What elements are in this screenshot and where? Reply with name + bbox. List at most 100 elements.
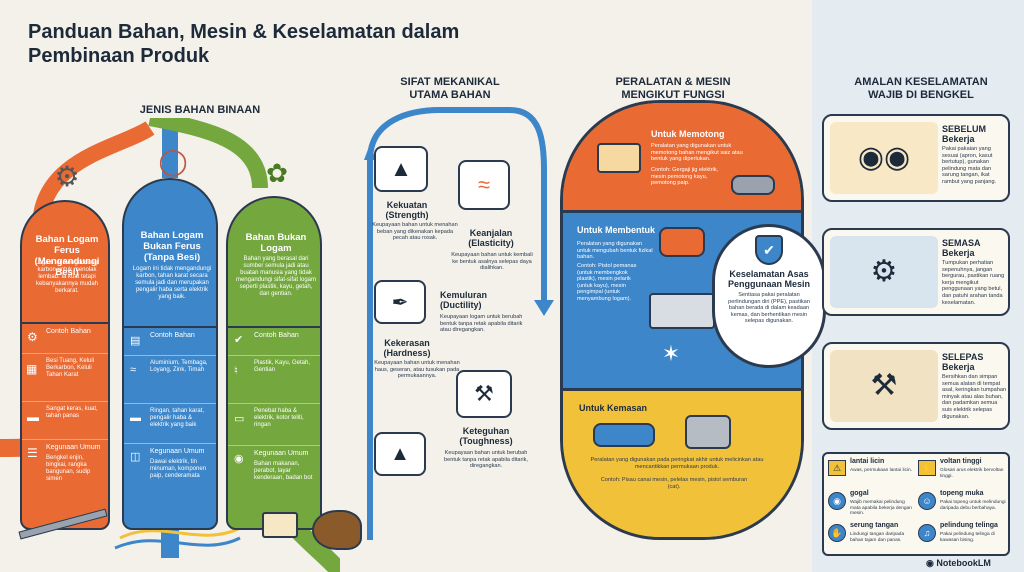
hardness-title: Kekerasan (Hardness)	[383, 338, 431, 358]
hardness-desc: Keupayaan bahan untuk menahan haus, gese…	[374, 360, 460, 380]
flow-arrows	[364, 107, 554, 540]
page-title: Panduan Bahan, Mesin & Keselamatan dalam…	[28, 21, 460, 67]
hazard-signs: ⚠ lantai licin Awas, permukaan lantai li…	[822, 452, 1010, 556]
ductility-title: Kemuluran (Ductility)	[440, 290, 488, 310]
shield-icon: ✔	[755, 235, 783, 265]
nonferrous-rows: ▤ Contoh Bahan ≈ Aluminium, Tembaga, Loy…	[124, 326, 216, 504]
worker-icon: ⚙	[830, 236, 938, 308]
hazard-desc: Pakai topeng untuk melindungi daripada d…	[940, 500, 1006, 511]
ferrous-examples: Besi Tuang, Keluli Berkarbon, Keluli Tah…	[46, 358, 95, 378]
nonferrous-properties: Ringan, tahan karat, pengalir haba & ele…	[150, 408, 205, 428]
ferrous-properties: Sangat keras, kuat, tahan panas	[46, 406, 98, 419]
nonferrous-examples: Aluminium, Tembaga, Loyang, Zink, Timah	[150, 360, 208, 373]
goggles-sign-icon: ◉	[828, 492, 846, 510]
properties-heading: SIFAT MEKANIKAL UTAMA BAHAN	[400, 76, 500, 101]
step-during: ⚙ SEMASA Bekerja Tumpukan perhatian sepe…	[822, 228, 1010, 316]
ferrous-rows: ⚙ Contoh Bahan ▦ Besi Tuang, Keluli Berk…	[22, 322, 108, 498]
beam-icon: ▬	[27, 410, 39, 424]
nonferrous-row: ≈ Aluminium, Tembaga, Loyang, Zink, Tima…	[124, 356, 216, 404]
ferrous-row: ▬ Sangat keras, kuat, tahan panas	[22, 402, 108, 440]
ferrous-row: ⚙ Contoh Bahan	[22, 324, 108, 354]
hazard-desc: Pakai pelindung telinga di kawasan bisin…	[940, 532, 995, 543]
elasticity-title: Keanjalan (Elasticity)	[468, 228, 514, 248]
elasticity-desc: Keupayaan bahan untuk kembali ke bentuk …	[451, 252, 533, 272]
book-icon: ▤	[130, 335, 141, 347]
nonmetal-row: ◉ Kegunaan Umum Bahan makanan, perabot, …	[228, 446, 320, 506]
can-icon: ◫	[130, 451, 141, 463]
step-before: ◉◉ SEBELUM Bekerja Pakai pakaian yang se…	[822, 114, 1010, 202]
nonferrous-row: ▤ Contoh Bahan	[124, 328, 216, 356]
nonferrous-desc: Logam ini tidak mengandungi karbon, taha…	[132, 266, 212, 300]
materials-heading: JENIS BAHAN BINAAN	[139, 104, 261, 116]
high-voltage-icon: ⚡	[918, 460, 936, 476]
nonmetal-rows: ✔ Contoh Bahan ♮ Plastik, Kayu, Getah, G…	[228, 326, 320, 506]
safety-heading: AMALAN KESELAMATAN WAJIB DI BENGKEL	[854, 76, 988, 101]
hazard-title: lantai licin	[850, 458, 885, 465]
nonmetal-row: ♮ Plastik, Kayu, Getah, Gentian	[228, 356, 320, 404]
ear-protection-icon: ♫	[918, 524, 936, 542]
engine-icon: ▦	[26, 362, 38, 376]
weight-icon: ▲	[374, 432, 426, 476]
gear-icon: ⚙	[27, 330, 38, 344]
step-after-title: SELEPAS Bekerja	[942, 352, 984, 372]
form-example: Contoh: Pistol pemanas (untuk membengkok…	[577, 263, 637, 302]
machine-safety-title: Keselamatan Asas Penggunaan Mesin	[727, 269, 810, 289]
step-after-desc: Bersihkan dan simpan semua alatan di tem…	[942, 374, 1007, 420]
welder-icon: ✶	[661, 341, 681, 366]
spring-icon: ≈	[458, 160, 510, 210]
cut-desc: Peralatan yang digunakan untuk memotong …	[651, 143, 743, 163]
nonferrous-usage: Dawai elektrik, tin minuman, komponen pa…	[150, 459, 207, 479]
step-during-desc: Tumpukan perhatian sepenuhnya, jangan be…	[942, 260, 1005, 306]
nonmetal-usage-label: Kegunaan Umum	[254, 450, 309, 457]
hazard-item: ⚠ lantai licin Awas, permukaan lantai li…	[828, 458, 916, 488]
ferrous-usage: Bengkel enjin, bingkai, rangka bangunan,…	[46, 455, 91, 482]
machines-heading: PERALATAN & MESIN MENGIKUT FUNGSI	[615, 76, 731, 101]
hazard-title: gogal	[850, 490, 869, 497]
container-icon	[262, 512, 298, 538]
hazard-desc: Awas, permukaan lantai licin.	[850, 468, 913, 473]
brand-name: NotebookLM	[936, 558, 991, 568]
wood-log-icon	[312, 510, 362, 550]
goggles-icon: ◉◉	[830, 122, 938, 194]
nonmetal-row-label: Contoh Bahan	[254, 332, 299, 339]
toughness-title: Keteguhan (Toughness)	[459, 426, 513, 446]
hazard-item: ⚡ voltan tinggi Glosari arus elektrik be…	[918, 458, 1008, 488]
hazard-item: ♫ pelindung telinga Pakai pelindung teli…	[918, 522, 1008, 554]
notebook-icon: ◉	[926, 558, 937, 568]
glove-sign-icon: ✋	[828, 524, 846, 542]
ferrous-row-label: Contoh Bahan	[46, 328, 91, 335]
machine-safety-circle: ✔ Keselamatan Asas Penggunaan Mesin Sent…	[712, 224, 826, 368]
machines-capsule: Untuk Memotong Peralatan yang digunakan …	[560, 100, 804, 540]
ferrous-icon: ⚙	[54, 161, 80, 192]
mask-sign-icon: ☺	[918, 492, 936, 510]
brand-label: ◉ NotebookLM	[926, 558, 991, 569]
form-desc: Peralatan yang digunakan untuk mengubah …	[577, 241, 653, 261]
tyre-icon: ◉	[234, 453, 244, 465]
nonmetal-examples: Plastik, Kayu, Getah, Gentian	[254, 360, 311, 373]
column-ferrous: ⚙ Bahan Logam Ferus (Mengandungi Besi) L…	[20, 161, 110, 530]
hazard-desc: Lindungi tangan daripada bahan tajam dan…	[850, 532, 905, 543]
nonmetal-row: ✔ Contoh Bahan	[228, 328, 320, 356]
cut-panel: Untuk Memotong Peralatan yang digunakan …	[563, 103, 801, 213]
pipe-cutter-icon	[731, 175, 775, 195]
check-icon: ✔	[234, 334, 244, 346]
grinder-icon	[593, 423, 655, 447]
pack-title: Untuk Kemasan	[579, 403, 648, 413]
nonmetal-row: ▭ Penebat haba & elektrik, kotor teliti,…	[228, 404, 320, 446]
strength-icon: ▲	[374, 146, 428, 192]
nonferrous-row-label: Contoh Bahan	[150, 332, 195, 339]
pack-panel: Untuk Kemasan Peralatan yang digunakan p…	[563, 391, 801, 537]
hazard-desc: Wajib memakai pelindung mata apabila bek…	[850, 500, 912, 517]
column-nonmetal: ✿ Bahan Bukan Logam Bahan yang berasal d…	[226, 158, 322, 530]
ductility-desc: Keupayaan logam untuk berubah bentuk tan…	[440, 314, 523, 334]
ferrous-desc: Logam ini mengandungi karbon untuk menol…	[34, 260, 100, 294]
spray-gun-icon	[685, 415, 731, 449]
hazard-desc: Glosari arus elektrik bervoltan tinggi.	[940, 468, 1004, 479]
ferrous-usage-label: Kegunaan Umum	[46, 444, 101, 451]
cut-example: Contoh: Gergaji jig elektrik, mesin pemo…	[651, 167, 719, 187]
nonmetal-properties: Penebat haba & elektrik, kotor teliti, r…	[254, 408, 304, 428]
chair-icon: ♮	[234, 365, 238, 377]
step-after: ⚒ SELEPAS Bekerja Bersihkan dan simpan s…	[822, 342, 1010, 430]
plant-icon: ✿	[266, 158, 288, 188]
nonmetal-usage: Bahan makanan, perabot, layar kenderaan,…	[254, 461, 313, 481]
